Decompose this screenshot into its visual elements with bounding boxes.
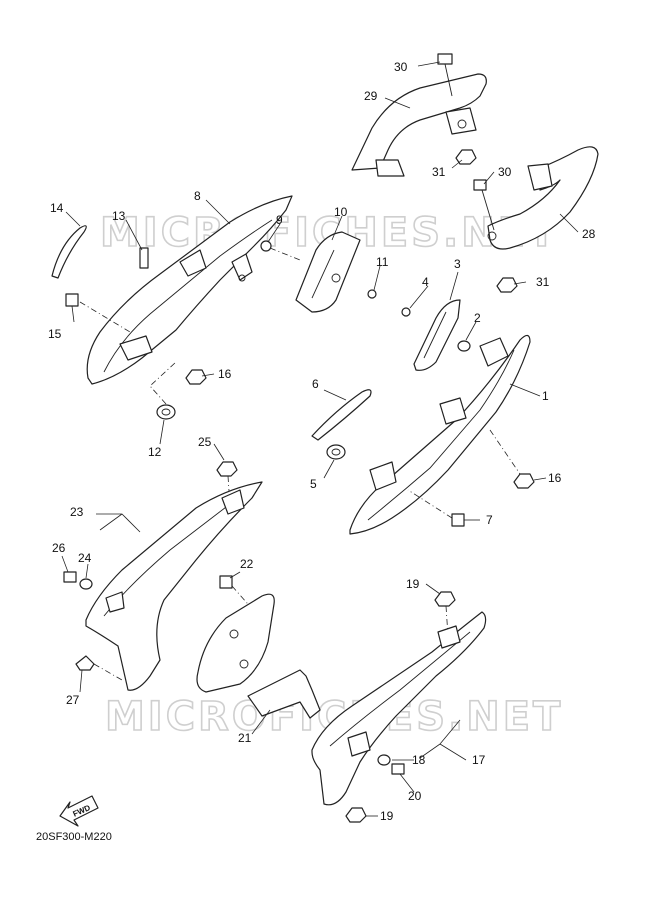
part-30-bolt-top bbox=[437, 53, 453, 97]
part-30-bolt-right bbox=[473, 179, 495, 231]
part-5-grommet bbox=[326, 444, 346, 460]
label-13: 13 bbox=[112, 209, 126, 223]
part-28-grab-bar bbox=[487, 146, 599, 250]
part-10-bracket bbox=[295, 231, 361, 313]
part-20-bolt bbox=[391, 763, 405, 775]
part-18-grommet bbox=[377, 754, 391, 766]
part-15-bolt bbox=[65, 293, 131, 333]
part-12-grommet bbox=[149, 361, 177, 420]
label-18: 18 bbox=[412, 753, 426, 767]
part-29-grab-bar bbox=[351, 73, 487, 177]
label-30-top: 30 bbox=[394, 60, 408, 74]
label-30-right: 30 bbox=[498, 165, 512, 179]
part-31-nut-right bbox=[496, 277, 518, 293]
part-21-panel bbox=[196, 593, 321, 719]
label-23: 23 bbox=[70, 505, 84, 519]
fwd-arrow-icon: FWD bbox=[59, 795, 99, 827]
part-24-grommet bbox=[79, 578, 93, 590]
label-20: 20 bbox=[408, 789, 422, 803]
label-26: 26 bbox=[52, 541, 66, 555]
label-12: 12 bbox=[148, 445, 162, 459]
label-7: 7 bbox=[486, 513, 493, 527]
part-2-grommet bbox=[457, 340, 471, 352]
label-24: 24 bbox=[78, 551, 92, 565]
label-8: 8 bbox=[194, 189, 201, 203]
label-17: 17 bbox=[472, 753, 486, 767]
part-8-side-cover-left bbox=[86, 195, 293, 385]
label-15: 15 bbox=[48, 327, 62, 341]
label-29: 29 bbox=[364, 89, 378, 103]
label-4: 4 bbox=[422, 275, 429, 289]
label-2: 2 bbox=[474, 311, 481, 325]
part-3-bracket bbox=[413, 299, 461, 371]
part-11-screw bbox=[367, 289, 377, 299]
label-31-top: 31 bbox=[432, 165, 446, 179]
label-1: 1 bbox=[542, 389, 549, 403]
part-27-pin bbox=[75, 655, 123, 681]
label-27: 27 bbox=[66, 693, 80, 707]
label-28: 28 bbox=[582, 227, 596, 241]
label-6: 6 bbox=[312, 377, 319, 391]
label-19-top: 19 bbox=[406, 577, 420, 591]
label-5: 5 bbox=[310, 477, 317, 491]
part-19-nut-top bbox=[434, 591, 456, 637]
label-25: 25 bbox=[198, 435, 212, 449]
part-1-side-cover-right bbox=[349, 334, 531, 535]
part-22-bolt bbox=[219, 575, 263, 621]
part-16-nut-left bbox=[185, 369, 207, 385]
label-31-right: 31 bbox=[536, 275, 550, 289]
part-25-nut bbox=[216, 461, 238, 507]
label-21: 21 bbox=[238, 731, 252, 745]
part-6-trim bbox=[311, 389, 372, 441]
label-11: 11 bbox=[376, 255, 389, 269]
part-14-trim bbox=[51, 225, 87, 279]
label-9: 9 bbox=[276, 213, 283, 227]
part-13-clip bbox=[139, 247, 149, 269]
part-23-lower-cover-left bbox=[85, 481, 263, 691]
label-16-left: 16 bbox=[218, 367, 232, 381]
label-16-right: 16 bbox=[548, 471, 562, 485]
part-4-screw bbox=[401, 307, 411, 317]
label-22: 22 bbox=[240, 557, 254, 571]
part-26-bolt bbox=[63, 571, 77, 583]
part-17-lower-cover-right bbox=[311, 611, 487, 806]
part-19-nut-bottom bbox=[345, 807, 367, 823]
label-10: 10 bbox=[334, 205, 348, 219]
label-14: 14 bbox=[50, 201, 64, 215]
label-3: 3 bbox=[454, 257, 461, 271]
label-19-bottom: 19 bbox=[380, 809, 394, 823]
diagram-code: 20SF300-M220 bbox=[36, 831, 112, 843]
part-7-bolt bbox=[407, 489, 465, 527]
leader-lines bbox=[61, 61, 579, 817]
part-9-screw bbox=[260, 240, 301, 261]
part-16-nut-right bbox=[489, 429, 535, 489]
